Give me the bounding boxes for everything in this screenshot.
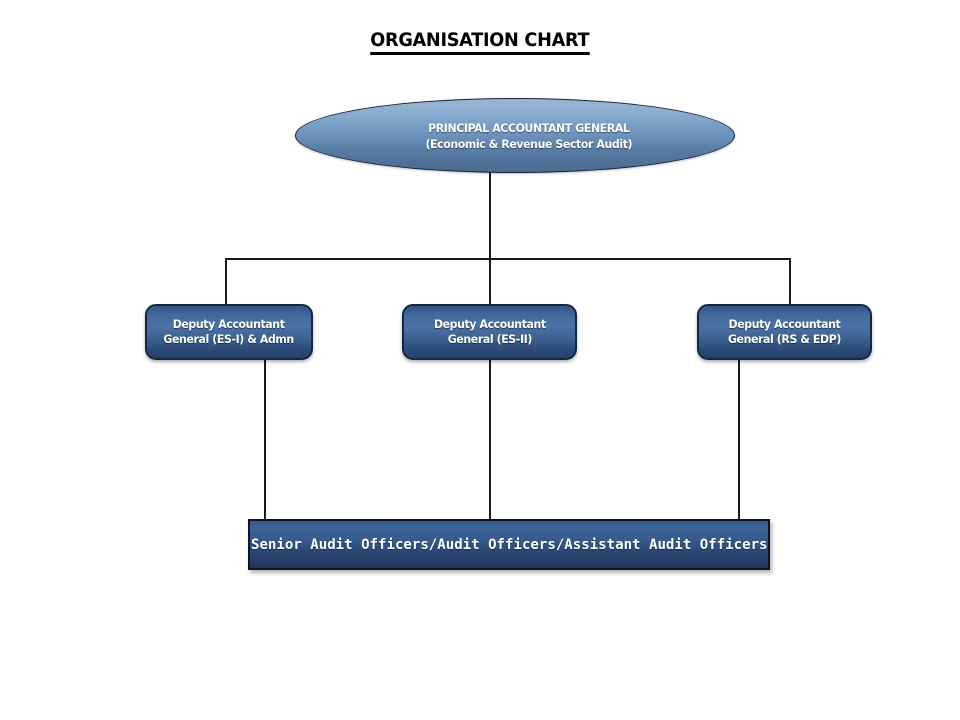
node-dag-es1-label: Deputy Accountant General (ES-I) & Admn <box>163 317 295 347</box>
node-audit-officers-label: Senior Audit Officers/Audit Officers/Ass… <box>250 536 768 553</box>
connector-pag-to-bus <box>489 172 491 306</box>
node-audit-officers[interactable]: Senior Audit Officers/Audit Officers/Ass… <box>248 519 770 570</box>
node-dag-es1-line2: General (ES-I) & Admn <box>163 332 295 346</box>
connector-bus-to-dag-es1 <box>225 258 227 306</box>
node-principal-accountant-general[interactable]: PRINCIPAL ACCOUNTANT GENERAL (Economic &… <box>295 98 735 173</box>
connector-dag-es1-to-officers <box>264 360 266 520</box>
connector-horizontal-bus <box>225 258 791 260</box>
connector-dag-es2-to-officers <box>489 360 491 520</box>
node-deputy-accountant-general-es1[interactable]: Deputy Accountant General (ES-I) & Admn <box>145 304 313 360</box>
node-dag-es2-line1: Deputy Accountant <box>433 317 546 331</box>
node-pag-line1: PRINCIPAL ACCOUNTANT GENERAL <box>428 120 630 135</box>
node-dag-es2-label: Deputy Accountant General (ES-II) <box>434 317 546 347</box>
node-dag-rsedp-line1: Deputy Accountant <box>728 317 841 331</box>
connector-bus-to-dag-rsedp <box>789 258 791 306</box>
node-dag-es2-line2: General (ES-II) <box>447 332 532 346</box>
node-pag-label: PRINCIPAL ACCOUNTANT GENERAL (Economic &… <box>426 120 633 152</box>
node-pag-line2: (Economic & Revenue Sector Audit) <box>425 136 633 151</box>
node-dag-es1-line1: Deputy Accountant <box>173 317 285 331</box>
node-dag-rsedp-line2: General (RS & EDP) <box>728 332 841 346</box>
page-title-text: ORGANISATION CHART <box>370 29 590 55</box>
node-deputy-accountant-general-es2[interactable]: Deputy Accountant General (ES-II) <box>402 304 577 360</box>
node-deputy-accountant-general-rs-edp[interactable]: Deputy Accountant General (RS & EDP) <box>697 304 872 360</box>
page-title: ORGANISATION CHART <box>0 29 960 55</box>
connector-dag-rsedp-to-officers <box>738 360 740 520</box>
node-dag-rsedp-label: Deputy Accountant General (RS & EDP) <box>728 317 841 347</box>
